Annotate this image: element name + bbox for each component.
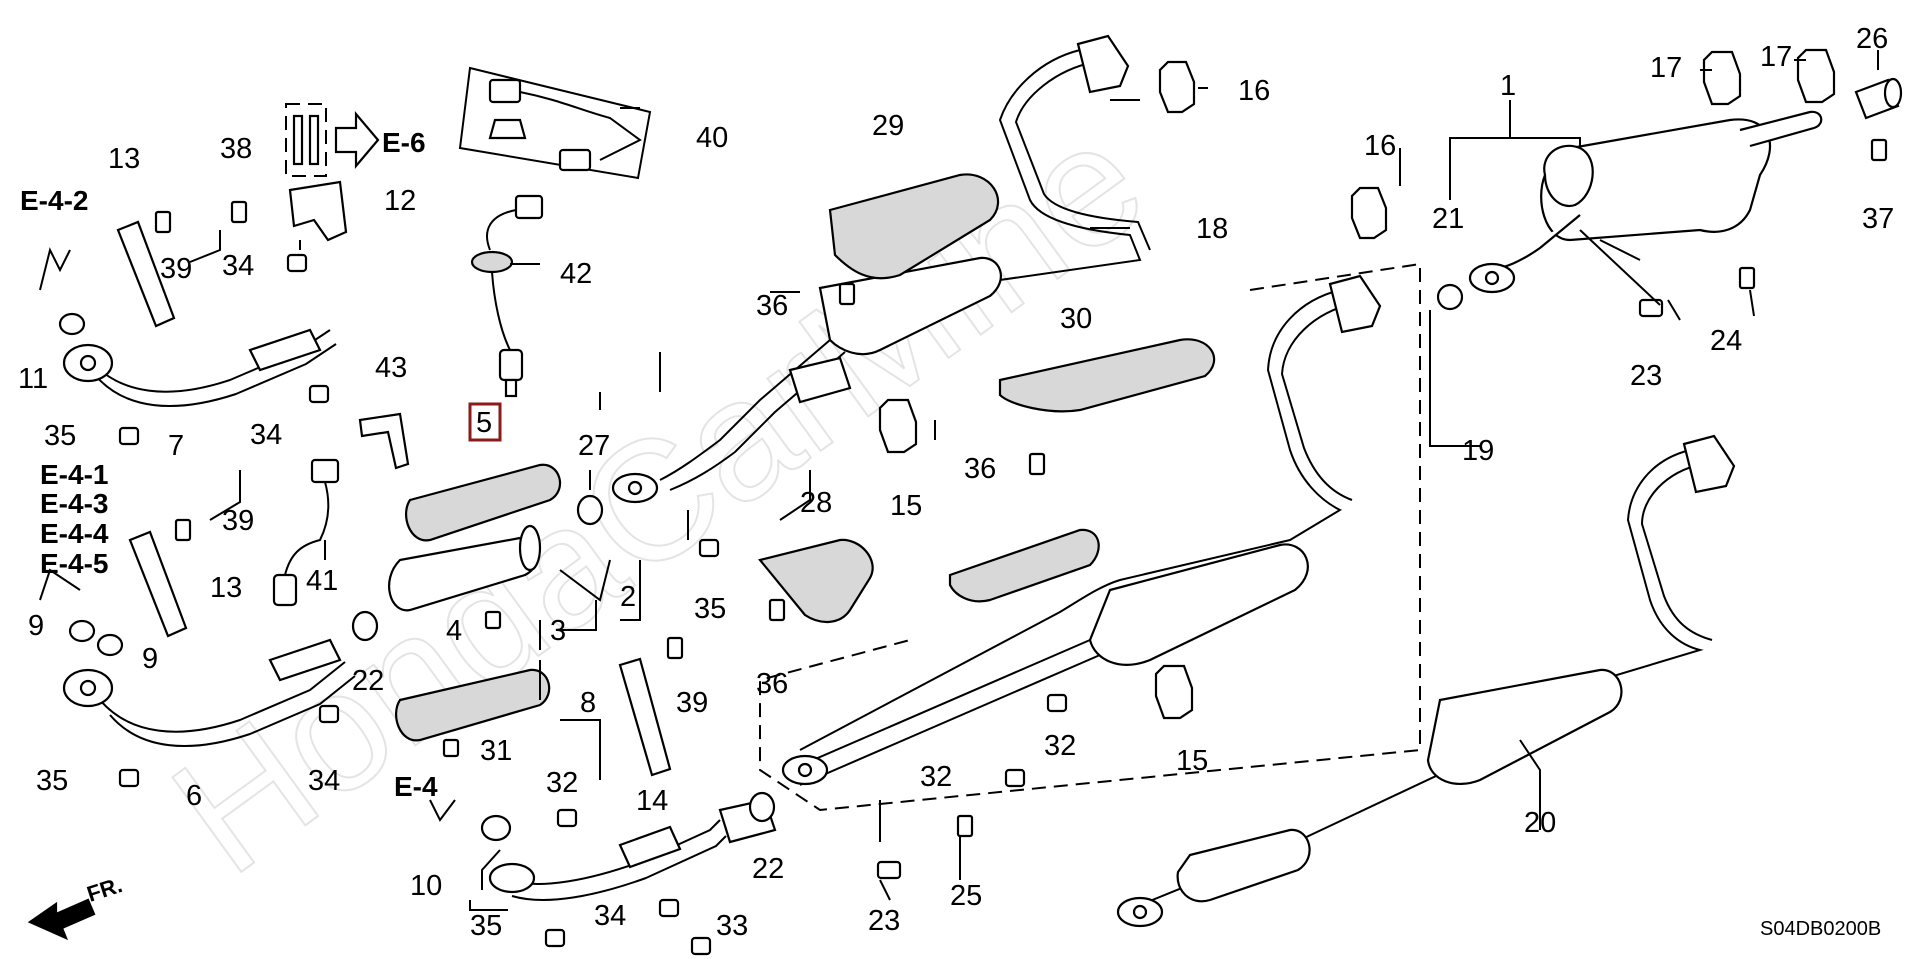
center-pipe-20-shape <box>1116 434 1736 928</box>
part-label-39a[interactable]: 39 <box>160 253 192 285</box>
part-label-17a[interactable]: 17 <box>1650 52 1682 84</box>
front-direction-marker: FR. <box>27 872 125 941</box>
part-label-15a[interactable]: 15 <box>890 490 922 522</box>
part-label-4[interactable]: 4 <box>446 615 462 647</box>
part-label-35b[interactable]: 35 <box>36 765 68 797</box>
part-label-1[interactable]: 1 <box>1500 70 1516 102</box>
part-5-highlight-box <box>468 402 502 442</box>
part-label-9b[interactable]: 9 <box>142 643 158 675</box>
part-label-2[interactable]: 2 <box>620 581 636 613</box>
part-label-17b[interactable]: 17 <box>1760 41 1792 73</box>
part-label-28[interactable]: 28 <box>800 487 832 519</box>
ref-e41[interactable]: E-4-1 <box>40 459 108 490</box>
gaskets-shape <box>58 283 1464 842</box>
part-label-12[interactable]: 12 <box>384 185 416 217</box>
ref-e44[interactable]: E-4-4 <box>40 518 109 549</box>
part-label-16a[interactable]: 16 <box>1238 75 1270 107</box>
front-arrow-icon <box>27 898 96 941</box>
part-label-18[interactable]: 18 <box>1196 213 1228 245</box>
part-label-36a[interactable]: 36 <box>756 290 788 322</box>
part-label-10[interactable]: 10 <box>410 870 442 902</box>
part-label-20[interactable]: 20 <box>1524 807 1556 839</box>
part-label-30[interactable]: 30 <box>1060 303 1092 335</box>
part-label-41[interactable]: 41 <box>306 565 338 597</box>
part-label-16b[interactable]: 16 <box>1364 130 1396 162</box>
drawing-code: S04DB0200B <box>1760 918 1881 940</box>
e6-reference-arrow <box>285 103 380 177</box>
o2-sensor-harness-shape <box>458 66 652 180</box>
part-label-8[interactable]: 8 <box>580 687 596 719</box>
part-label-40[interactable]: 40 <box>696 122 728 154</box>
ref-e4[interactable]: E-4 <box>394 771 438 802</box>
part-label-29[interactable]: 29 <box>872 110 904 142</box>
ref-e45[interactable]: E-4-5 <box>40 548 108 579</box>
part-label-34c[interactable]: 34 <box>308 765 340 797</box>
part-label-21[interactable]: 21 <box>1432 203 1464 235</box>
part-label-11[interactable]: 11 <box>18 363 48 395</box>
part-label-36c[interactable]: 36 <box>756 668 788 700</box>
ref-e43[interactable]: E-4-3 <box>40 488 108 519</box>
part-label-36b[interactable]: 36 <box>964 453 996 485</box>
part-label-32b[interactable]: 32 <box>920 761 952 793</box>
part-label-43[interactable]: 43 <box>375 352 407 384</box>
part-label-35c[interactable]: 35 <box>470 910 502 942</box>
part-labels: 1 2 3 4 5 6 7 8 9 9 10 11 12 13 13 14 15… <box>18 23 1894 942</box>
part-label-27[interactable]: 27 <box>578 430 610 462</box>
part-label-13a[interactable]: 13 <box>108 143 140 175</box>
part-label-6[interactable]: 6 <box>186 780 202 812</box>
part-label-32c[interactable]: 32 <box>1044 730 1076 762</box>
part-label-39c[interactable]: 39 <box>676 687 708 719</box>
ref-e42[interactable]: E-4-2 <box>20 185 88 216</box>
brackets-shape <box>116 180 672 777</box>
part-label-26[interactable]: 26 <box>1856 23 1888 55</box>
part-label-3[interactable]: 3 <box>550 615 566 647</box>
part-label-13b[interactable]: 13 <box>210 572 242 604</box>
part-label-24[interactable]: 24 <box>1710 325 1742 357</box>
center-pipe-18-shape <box>611 34 1151 504</box>
part-label-25[interactable]: 25 <box>950 880 982 912</box>
front-pipes-shape <box>62 328 777 901</box>
fasteners-shape <box>118 138 1888 956</box>
part-label-42[interactable]: 42 <box>560 258 592 290</box>
part-label-22a[interactable]: 22 <box>352 665 384 697</box>
muffler-1-shape <box>1468 110 1823 294</box>
part-label-34b[interactable]: 34 <box>250 419 282 451</box>
part-label-5[interactable]: 5 <box>476 407 492 439</box>
reference-labels: E-6 E-4-2 E-4-1 E-4-3 E-4-4 E-4-5 E-4 <box>20 127 438 802</box>
part-label-15b[interactable]: 15 <box>1176 745 1208 777</box>
part-label-14[interactable]: 14 <box>636 785 668 817</box>
part-label-34d[interactable]: 34 <box>594 900 626 932</box>
part-label-19[interactable]: 19 <box>1462 435 1494 467</box>
part-label-7[interactable]: 7 <box>168 430 184 462</box>
part-19-dashed-frame <box>759 262 1421 812</box>
part-label-38[interactable]: 38 <box>220 133 252 165</box>
heat-shields-shape <box>758 173 1216 623</box>
leader-lines <box>39 50 1879 911</box>
finisher-26-shape <box>1854 77 1903 120</box>
part-label-35d[interactable]: 35 <box>694 593 726 625</box>
part-label-22b[interactable]: 22 <box>752 853 784 885</box>
part-label-35a[interactable]: 35 <box>44 420 76 452</box>
ref-e6[interactable]: E-6 <box>382 127 426 158</box>
o2-sensor-41-shape <box>272 458 340 607</box>
part-label-33[interactable]: 33 <box>716 910 748 942</box>
part-label-37[interactable]: 37 <box>1862 203 1894 235</box>
part-label-39b[interactable]: 39 <box>222 505 254 537</box>
part-label-23a[interactable]: 23 <box>1630 360 1662 392</box>
center-pipe-19-shape <box>781 274 1382 786</box>
o2-sensor-42-shape <box>470 194 544 398</box>
part-label-23b[interactable]: 23 <box>868 905 900 937</box>
part-label-31[interactable]: 31 <box>480 735 512 767</box>
front-marker-label: FR. <box>84 872 125 907</box>
part-label-32a[interactable]: 32 <box>546 767 578 799</box>
part-label-34a[interactable]: 34 <box>222 250 254 282</box>
part-label-9a[interactable]: 9 <box>28 610 44 642</box>
rubber-hangers-shape <box>878 48 1836 720</box>
